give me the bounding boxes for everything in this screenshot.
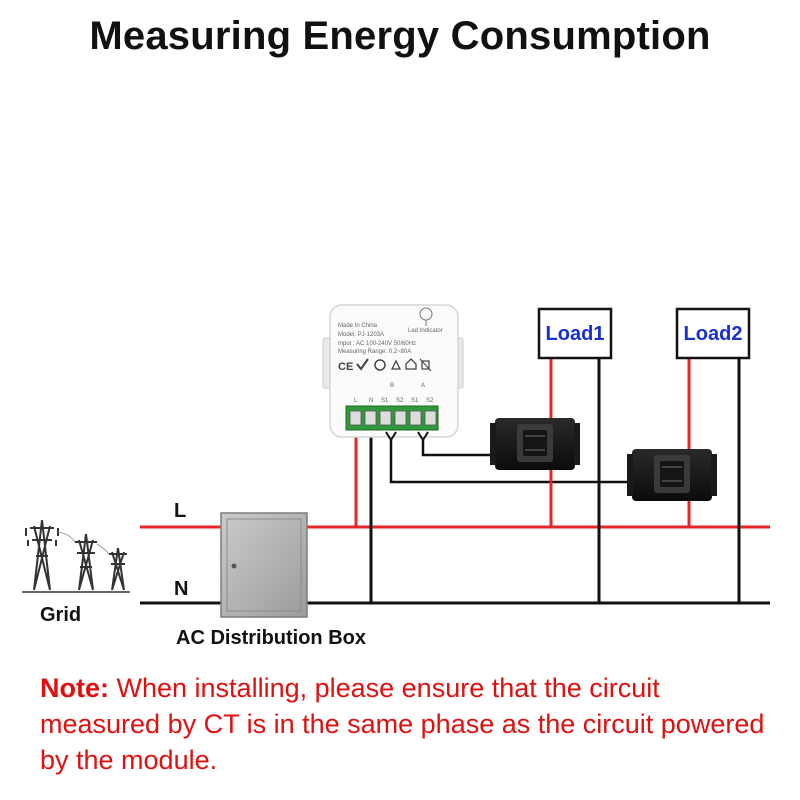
note-heading: Note:	[40, 673, 109, 703]
recycle-icon	[390, 359, 402, 370]
live-label: L	[174, 500, 186, 522]
installation-note: Note: When installing, please ensure tha…	[40, 670, 780, 778]
rohs-icon	[374, 359, 386, 371]
load1-box: Load1	[537, 307, 613, 360]
box-lock-icon	[231, 563, 237, 569]
home-icon	[405, 358, 417, 370]
module-model: Model: PJ-1203A	[338, 332, 384, 338]
load1-label: Load1	[546, 323, 605, 345]
module-input: Input : AC 100-240V 50/60Hz	[338, 341, 416, 347]
grid-label: Grid	[40, 604, 81, 626]
neutral-label: N	[174, 578, 188, 600]
terminal-label-1: L	[354, 398, 358, 404]
terminal-label-4: S2	[396, 398, 404, 404]
ct-clamp-2	[627, 449, 717, 501]
ac-distribution-box	[220, 512, 308, 618]
energy-meter-module: Made In China Model: PJ-1203A Input : AC…	[322, 304, 464, 442]
check-mark-icon	[356, 358, 369, 371]
terminal-group-b: B	[390, 383, 394, 389]
load2-label: Load2	[684, 323, 743, 345]
weee-bin-icon	[419, 358, 432, 372]
load2-box: Load2	[675, 307, 751, 360]
page-title: Measuring Energy Consumption	[89, 14, 711, 58]
ct-clamp-1	[490, 418, 580, 470]
terminal-group-a: A	[421, 383, 425, 389]
terminal-label-6: S2	[426, 398, 434, 404]
terminal-label-2: N	[369, 398, 373, 404]
module-range: Measuring Range: 0.2~80A	[338, 349, 411, 355]
terminal-label-3: S1	[381, 398, 389, 404]
distribution-box-label: AC Distribution Box	[176, 627, 366, 649]
module-led-label: Led Indicator	[408, 328, 443, 334]
terminal-screws	[349, 410, 437, 426]
ce-mark-icon: CE	[338, 361, 353, 373]
power-tower-icon	[22, 519, 130, 593]
module-made-in: Made In China	[338, 323, 378, 329]
note-body: When installing, please ensure that the …	[40, 673, 765, 775]
ct1-signal-wire	[421, 440, 497, 457]
terminal-label-5: S1	[411, 398, 419, 404]
